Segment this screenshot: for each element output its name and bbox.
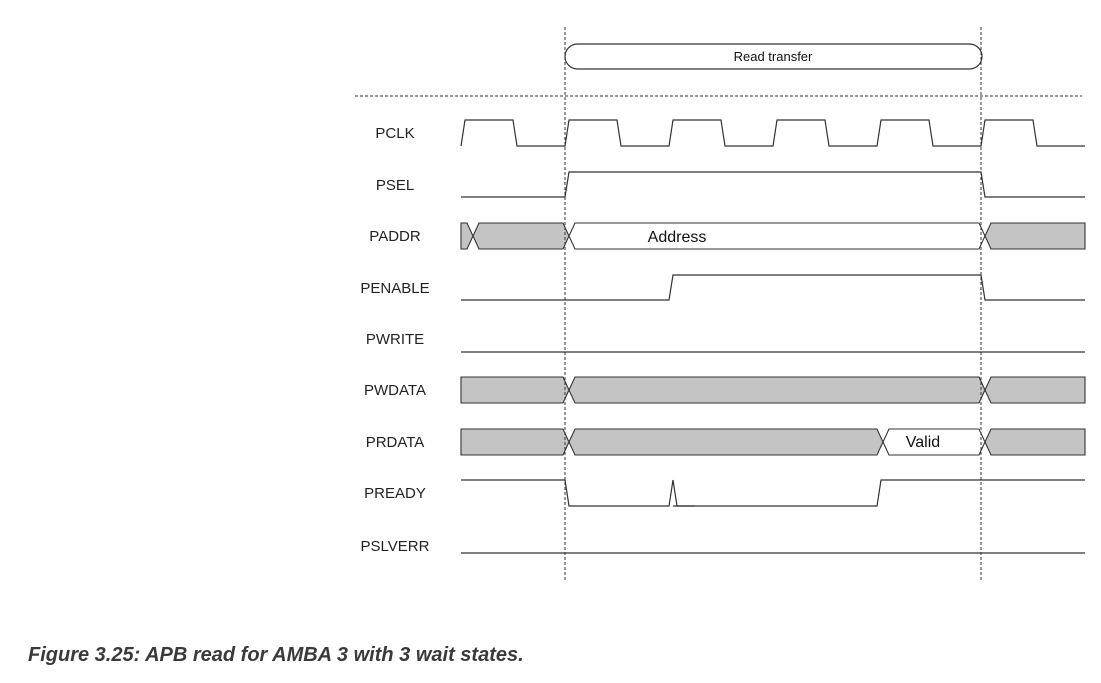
pwdata-invalid-segment: [460, 376, 570, 404]
pwdata-bus: [460, 376, 1086, 404]
signal-label-pwrite: PWRITE: [366, 331, 424, 348]
pready-waveform: [461, 479, 674, 507]
prdata-invalid-segment: [460, 428, 570, 456]
pclk-waveform: [460, 119, 1085, 147]
prdata-invalid-segment: [984, 428, 1086, 456]
signal-label-pslverr: PSLVERR: [361, 538, 430, 555]
signal-label-pready: PREADY: [364, 485, 426, 502]
signal-label-psel: PSEL: [376, 177, 414, 194]
paddr-invalid-segment: [984, 222, 1086, 250]
paddr-value-label: Address: [648, 229, 707, 246]
paddr-invalid-segment: [460, 222, 474, 250]
signal-label-pwdata: PWDATA: [364, 382, 426, 399]
signal-label-pclk: PCLK: [375, 125, 414, 142]
pwdata-invalid-segment: [984, 376, 1086, 404]
paddr-invalid-segment: [472, 222, 570, 250]
signal-label-paddr: PADDR: [369, 228, 421, 245]
signal-label-prdata: PRDATA: [366, 434, 425, 451]
psel-waveform: [461, 171, 1085, 198]
read-transfer-banner: Read transfer: [564, 43, 983, 70]
signal-labels: PCLK PSEL PADDR PENABLE PWRITE PWDATA PR…: [360, 125, 429, 555]
prdata-invalid-segment: [568, 428, 884, 456]
pwdata-invalid-segment: [568, 376, 986, 404]
pready-waveform: [672, 479, 1085, 507]
paddr-bus: Address: [460, 222, 1086, 250]
prdata-bus: Valid: [460, 428, 1086, 456]
penable-waveform: [461, 274, 1085, 301]
read-transfer-banner-box: [564, 43, 983, 70]
figure-caption: Figure 3.25: APB read for AMBA 3 with 3 …: [28, 644, 524, 666]
prdata-value-label: Valid: [906, 434, 940, 451]
read-transfer-label: Read transfer: [734, 49, 813, 64]
paddr-address-segment: [568, 222, 986, 250]
signal-label-penable: PENABLE: [360, 280, 429, 297]
